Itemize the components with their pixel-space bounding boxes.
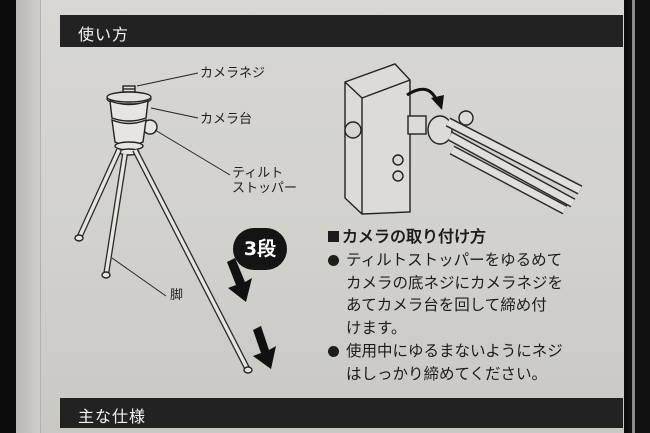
label-leg: 脚 <box>170 288 184 303</box>
photo-frame-edge <box>628 0 650 433</box>
label-tilt-stopper-line2: ストッパー <box>232 181 298 196</box>
label-camera-screw: カメラネジ <box>200 66 266 81</box>
instruction-line: はしっかり締めてください。 <box>346 364 548 383</box>
tripod-illustration <box>74 72 253 374</box>
label-camera-mount: カメラ台 <box>200 112 253 127</box>
instruction-line: カメラの底ネジにカメラネジを <box>346 273 564 292</box>
three-section-badge: 3段 <box>233 228 287 270</box>
instructions-title: カメラの取り付け方 <box>342 227 487 246</box>
mounting-instructions: カメラの取り付け方 ティルトストッパーをゆるめて カメラの底ネジにカメラネジを … <box>328 226 628 385</box>
page-left-margin <box>16 0 41 433</box>
section-header-title: 使い方 <box>78 25 130 44</box>
section-header-usage: 使い方 <box>60 15 623 47</box>
section-header-title: 主な仕様 <box>78 407 147 426</box>
circle-bullet-icon <box>328 255 339 266</box>
label-tilt-stopper-line1: ティルト <box>232 166 284 181</box>
camera-mount-illustration <box>344 63 583 215</box>
instructions-heading: カメラの取り付け方 <box>328 226 628 248</box>
extend-arrows <box>227 258 276 369</box>
instruction-line: 使用中にゆるまないようにネジ <box>346 342 563 360</box>
square-bullet-icon <box>328 231 339 242</box>
circle-bullet-icon <box>328 346 339 357</box>
instruction-line: あてカメラ台を回して締め付 <box>346 296 547 314</box>
section-header-specs: 主な仕様 <box>60 398 623 428</box>
instruction-line: ティルトストッパーをゆるめて <box>346 251 563 269</box>
instruction-item: ティルトストッパーをゆるめて カメラの底ネジにカメラネジを あてカメラ台を回して… <box>328 249 628 339</box>
instruction-line: けます。 <box>346 318 407 337</box>
instruction-item: 使用中にゆるまないようにネジ はしっかり締めてください。 <box>328 340 628 385</box>
